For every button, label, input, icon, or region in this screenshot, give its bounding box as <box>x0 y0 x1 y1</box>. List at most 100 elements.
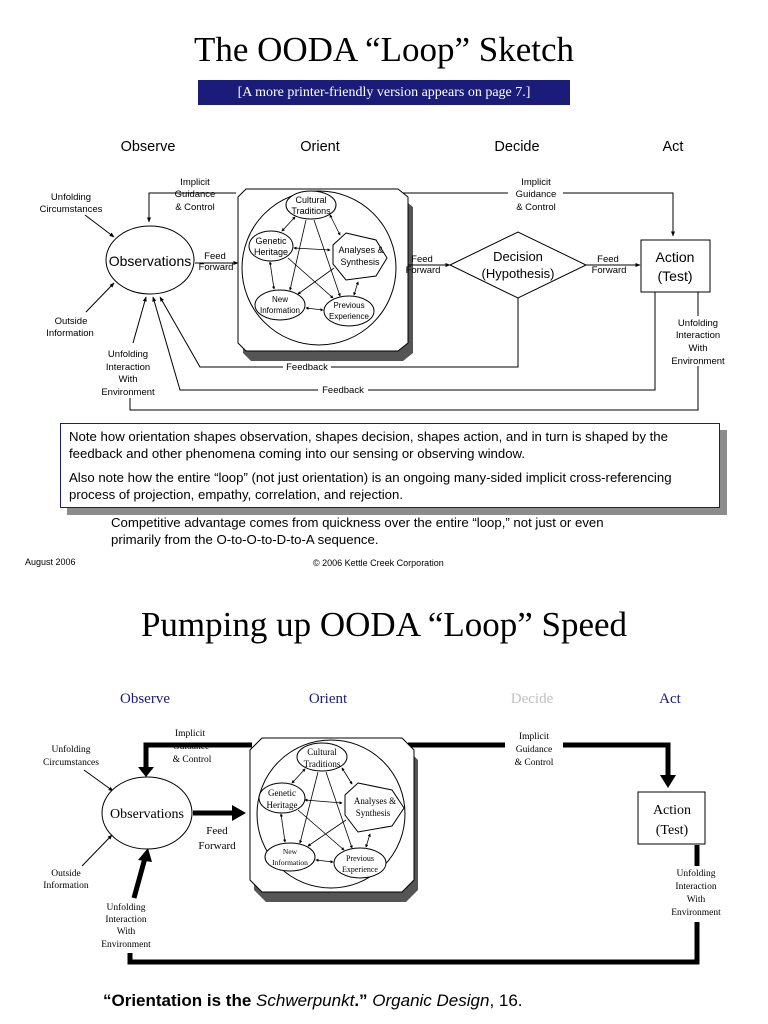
svg-text:& Control: & Control <box>516 202 556 213</box>
svg-text:Heritage: Heritage <box>267 800 298 810</box>
svg-text:Interaction: Interaction <box>676 330 720 341</box>
s2-observations-node <box>101 776 193 850</box>
svg-text:Environment: Environment <box>671 356 725 367</box>
svg-text:Decision: Decision <box>493 249 543 264</box>
implicit-guidance-left-arrow <box>147 192 236 223</box>
phase-observe: Observe <box>121 139 176 155</box>
s2-feed-forward-label: Feed <box>206 825 228 837</box>
svg-text:Environment: Environment <box>671 908 721 918</box>
svg-text:Circumstances: Circumstances <box>43 758 99 768</box>
svg-text:Information: Information <box>272 858 308 867</box>
s2-implicit-guidance-right-arrow <box>408 742 671 777</box>
svg-text:Guidance: Guidance <box>175 189 216 200</box>
feedback-label-1: Feedback <box>286 362 328 373</box>
outside-information-label: Outside <box>55 316 88 327</box>
orient-interconnections <box>268 214 359 312</box>
s2-uie-left-label: Unfolding <box>106 902 145 913</box>
footer-date: August 2006 <box>25 557 76 567</box>
schwerpunkt-quote: “Orientation is the Schwerpunkt.” Organi… <box>103 991 523 1010</box>
orientation-note-box: Note how orientation shapes observation,… <box>60 423 720 508</box>
svg-text:Analyses &: Analyses & <box>338 245 383 255</box>
svg-text:Forward: Forward <box>199 262 234 273</box>
s2-unfolding-circumstances-label: Unfolding <box>51 744 90 755</box>
svg-text:Experience: Experience <box>329 312 370 321</box>
s2-implicit-guidance-right-label: Implicit <box>519 732 549 742</box>
svg-text:Cultural: Cultural <box>295 195 326 205</box>
decision-node <box>448 231 588 299</box>
svg-text:(Hypothesis): (Hypothesis) <box>482 266 555 281</box>
svg-text:& Control: & Control <box>173 755 212 765</box>
svg-text:With: With <box>117 927 136 937</box>
circumstances-arrow <box>84 214 115 238</box>
feedback-label-2: Feedback <box>322 385 364 396</box>
feed-forward-label-1: Feed <box>204 251 226 262</box>
svg-text:(Test): (Test) <box>658 268 693 284</box>
previous-experience-node <box>323 295 375 327</box>
svg-text:Interaction: Interaction <box>105 915 146 925</box>
footer-copyright: © 2006 Kettle Creek Corporation <box>313 558 444 568</box>
svg-text:Analyses &: Analyses & <box>354 796 396 806</box>
svg-text:& Control: & Control <box>175 202 215 213</box>
feedback-loop-action <box>152 292 656 391</box>
s2-cultural-traditions-node <box>296 742 348 772</box>
svg-text:Forward: Forward <box>198 840 236 852</box>
slide1-title: The OODA “Loop” Sketch <box>193 30 575 69</box>
svg-text:Previous: Previous <box>346 854 374 863</box>
svg-text:Observations: Observations <box>110 807 184 822</box>
s2-previous-experience-node <box>333 847 387 879</box>
s2-phase-observe: Observe <box>120 691 170 707</box>
svg-text:(Test): (Test) <box>656 823 689 838</box>
uie-right-label: Unfolding <box>678 318 718 329</box>
svg-text:& Control: & Control <box>515 758 554 768</box>
s2-analyses-synthesis-node <box>344 782 405 833</box>
feed-forward-label-2: Feed <box>411 254 433 265</box>
svg-text:Synthesis: Synthesis <box>340 257 380 267</box>
svg-text:Information: Information <box>260 306 300 315</box>
s2-new-information-node <box>264 842 316 872</box>
observations-node <box>105 225 195 295</box>
svg-text:Circumstances: Circumstances <box>40 204 103 215</box>
s2-implicit-guidance-left-label: Implicit <box>175 729 205 739</box>
svg-text:Genetic: Genetic <box>268 788 296 798</box>
s2-genetic-heritage-node <box>258 782 306 814</box>
uie-left-arrow <box>132 296 147 344</box>
svg-text:Synthesis: Synthesis <box>356 808 391 818</box>
svg-text:New: New <box>283 847 298 856</box>
implicit-guidance-right-arrow <box>393 192 675 237</box>
svg-text:Heritage: Heritage <box>254 247 288 257</box>
implicit-guidance-right-label: Implicit <box>521 177 551 188</box>
s2-implicit-guidance-left-arrow <box>143 742 252 769</box>
s2-action-node <box>637 791 706 845</box>
svg-text:Interaction: Interaction <box>106 362 150 373</box>
note-paragraph-2: Also note how the entire “loop” (not jus… <box>69 470 672 502</box>
svg-text:With: With <box>689 343 708 354</box>
s2-phase-act: Act <box>659 691 681 707</box>
svg-text:Guidance: Guidance <box>516 189 557 200</box>
cultural-traditions-node <box>285 190 337 220</box>
uie-left-label: Unfolding <box>108 349 148 360</box>
printer-friendly-banner[interactable]: [A more printer-friendly version appears… <box>198 80 570 105</box>
action-node <box>640 239 711 293</box>
svg-text:Action: Action <box>656 249 695 265</box>
svg-text:Action: Action <box>653 803 691 818</box>
unfolding-circumstances-label: Unfolding <box>51 192 91 203</box>
feed-forward-label-3: Feed <box>597 254 619 265</box>
note-paragraph-1: Note how orientation shapes observation,… <box>69 429 668 461</box>
svg-text:Previous: Previous <box>333 301 364 310</box>
s2-orient-interconnections <box>279 767 371 864</box>
s2-uie-right-label: Unfolding <box>676 868 715 879</box>
s2-uie-left-arrow <box>131 857 148 899</box>
svg-text:Information: Information <box>43 880 89 891</box>
s2-phase-orient: Orient <box>309 691 348 707</box>
new-information-node <box>254 289 306 321</box>
svg-text:Cultural: Cultural <box>307 747 337 757</box>
slide2-title: Pumping up OODA “Loop” Speed <box>140 605 628 644</box>
svg-text:Interaction: Interaction <box>675 882 716 892</box>
svg-text:Environment: Environment <box>101 387 155 398</box>
svg-text:Guidance: Guidance <box>516 745 552 755</box>
svg-text:Environment: Environment <box>101 940 151 950</box>
svg-text:New: New <box>272 295 288 304</box>
s2-environment-loop <box>127 922 700 965</box>
svg-text:Forward: Forward <box>592 265 627 276</box>
svg-text:Forward: Forward <box>406 265 441 276</box>
